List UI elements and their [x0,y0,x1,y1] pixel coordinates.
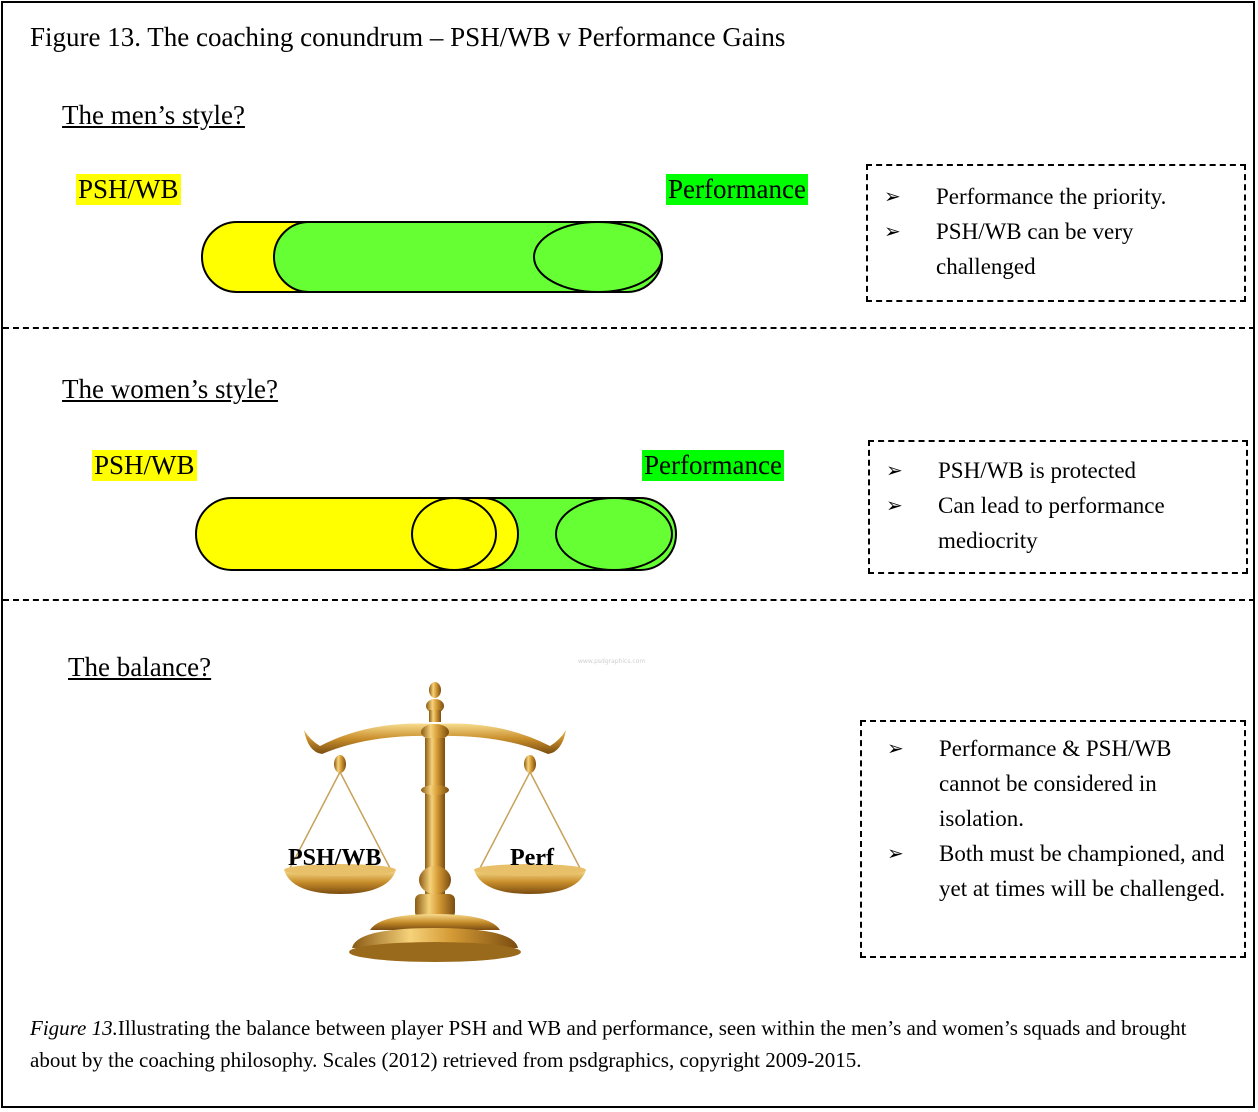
balance-note-item: ➢Performance & PSH/WB cannot be consider… [887,731,1244,836]
arrowhead-bullet-icon: ➢ [886,458,903,482]
arrowhead-bullet-icon: ➢ [887,736,904,760]
caption-text: Illustrating the balance between player … [30,1016,1187,1072]
watermark: www.psdgraphics.com [578,658,646,665]
mens-notes-box: ➢Performance the priority. ➢PSH/WB can b… [866,164,1246,302]
right-pan-label: Perf [510,845,554,871]
arrowhead-bullet-icon: ➢ [884,219,901,243]
section-divider [3,599,1255,601]
womens-performance-end-circle [555,497,673,571]
womens-psh-wb-label: PSH/WB [92,450,197,481]
mens-note-item: ➢Performance the priority. [884,179,1244,214]
caption-lead: Figure 13. [30,1016,118,1040]
womens-notes-box: ➢PSH/WB is protected ➢Can lead to perfor… [868,440,1248,574]
mens-balance-diagram [201,221,663,293]
mens-note-item: ➢PSH/WB can be very challenged [884,214,1244,284]
mens-performance-end-circle [533,221,663,293]
womens-psh-wb-capsule [195,497,519,571]
arrowhead-bullet-icon: ➢ [886,493,903,517]
womens-balance-diagram [195,497,677,571]
mens-style-heading: The men’s style? [62,100,245,130]
womens-style-heading: The women’s style? [62,374,278,404]
womens-note-item: ➢Can lead to performance mediocrity [886,488,1246,558]
mens-performance-label: Performance [666,174,808,205]
arrowhead-bullet-icon: ➢ [884,184,901,208]
womens-overlap-circle [411,497,497,571]
figure-title: Figure 13. The coaching conundrum – PSH/… [30,22,786,52]
balance-scales-icon [284,682,586,962]
section-divider [3,327,1255,329]
balance-note-item: ➢Both must be championed, and yet at tim… [887,836,1244,906]
balance-heading: The balance? [68,652,212,682]
left-pan-label: PSH/WB [288,845,382,871]
mens-psh-wb-label: PSH/WB [76,174,181,205]
womens-note-item: ➢PSH/WB is protected [886,453,1246,488]
womens-performance-label: Performance [642,450,784,481]
arrowhead-bullet-icon: ➢ [887,841,904,865]
balance-notes-box: ➢Performance & PSH/WB cannot be consider… [860,720,1246,958]
figure-caption: Figure 13.Illustrating the balance betwe… [30,1012,1230,1076]
